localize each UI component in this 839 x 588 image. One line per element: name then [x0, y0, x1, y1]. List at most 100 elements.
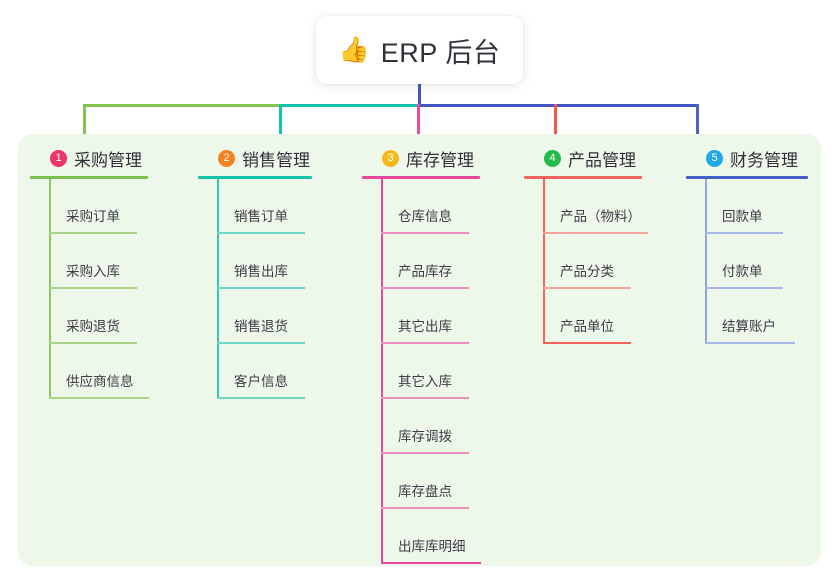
- item-rule: [543, 232, 648, 234]
- list-item[interactable]: 付款单: [686, 234, 826, 289]
- item-label: 销售订单: [234, 209, 288, 224]
- item-rule: [381, 397, 469, 399]
- column-badge-3: 3: [382, 149, 399, 167]
- connector-bus-segment-teal: [279, 104, 419, 107]
- list-item[interactable]: 产品分类: [524, 234, 694, 289]
- list-item[interactable]: 销售退货: [198, 289, 350, 344]
- column-title-5: 财务管理: [730, 150, 798, 170]
- column-items-3: 仓库信息 产品库存 其它出库 其它入库 库存调拨 库存盘点: [362, 179, 522, 564]
- item-label: 采购退货: [66, 319, 120, 334]
- column-items-1: 采购订单 采购入库 采购退货 供应商信息: [30, 179, 182, 399]
- list-item[interactable]: 销售出库: [198, 234, 350, 289]
- item-rule: [217, 342, 305, 344]
- item-label: 采购订单: [66, 209, 120, 224]
- item-rule: [381, 507, 469, 509]
- column-rule-2: [198, 176, 312, 179]
- item-rule: [381, 342, 469, 344]
- item-label: 其它出库: [398, 319, 452, 334]
- item-rule: [381, 562, 481, 564]
- column-rule-1: [30, 176, 148, 179]
- list-item[interactable]: 产品单位: [524, 289, 694, 344]
- list-item[interactable]: 供应商信息: [30, 344, 182, 399]
- item-label: 回款单: [722, 209, 763, 224]
- item-rule: [381, 452, 469, 454]
- column-rule-3: [362, 176, 480, 179]
- item-label: 供应商信息: [66, 374, 134, 389]
- list-item[interactable]: 回款单: [686, 179, 826, 234]
- root-node[interactable]: 👍 ERP 后台: [316, 16, 523, 84]
- connector-drop-col-1: [83, 104, 86, 136]
- list-item[interactable]: 库存调拨: [362, 399, 522, 454]
- item-rule: [49, 397, 149, 399]
- list-item[interactable]: 销售订单: [198, 179, 350, 234]
- root-node-content: 👍 ERP 后台: [339, 31, 501, 70]
- connector-root-stem: [418, 84, 421, 106]
- column-badge-2: 2: [218, 149, 235, 167]
- column-badge-1: 1: [50, 149, 67, 167]
- column-items-5: 回款单 付款单 结算账户: [686, 179, 826, 344]
- column-header-5[interactable]: 5 财务管理: [686, 146, 826, 170]
- list-item[interactable]: 出库库明细: [362, 509, 522, 564]
- list-item[interactable]: 客户信息: [198, 344, 350, 399]
- column-title-2: 销售管理: [242, 150, 310, 170]
- connector-drop-col-5: [696, 104, 699, 136]
- column-title-1: 采购管理: [74, 150, 142, 170]
- item-label: 产品（物料）: [560, 209, 641, 224]
- column-spine-2: [217, 179, 219, 399]
- item-rule: [705, 287, 783, 289]
- item-label: 客户信息: [234, 374, 288, 389]
- item-rule: [49, 342, 137, 344]
- list-item[interactable]: 库存盘点: [362, 454, 522, 509]
- list-item[interactable]: 采购订单: [30, 179, 182, 234]
- item-rule: [49, 232, 137, 234]
- column-spine-4: [543, 179, 545, 344]
- column-badge-4: 4: [544, 149, 561, 167]
- connector-drop-col-4: [554, 104, 557, 136]
- list-item[interactable]: 采购入库: [30, 234, 182, 289]
- column-product: 4 产品管理 产品（物料） 产品分类 产品单位: [524, 146, 694, 344]
- connector-bus-segment-indigo: [417, 104, 698, 107]
- list-item[interactable]: 产品库存: [362, 234, 522, 289]
- column-spine-5: [705, 179, 707, 344]
- list-item[interactable]: 仓库信息: [362, 179, 522, 234]
- column-rule-4: [524, 176, 642, 179]
- item-label: 库存调拨: [398, 429, 452, 444]
- column-title-4: 产品管理: [568, 150, 636, 170]
- column-sales: 2 销售管理 销售订单 销售出库 销售退货 客户信息: [198, 146, 350, 399]
- item-label: 付款单: [722, 264, 763, 279]
- column-rule-5: [686, 176, 808, 179]
- column-items-4: 产品（物料） 产品分类 产品单位: [524, 179, 694, 344]
- column-title-3: 库存管理: [406, 150, 474, 170]
- list-item[interactable]: 其它入库: [362, 344, 522, 399]
- item-label: 产品库存: [398, 264, 452, 279]
- list-item[interactable]: 结算账户: [686, 289, 826, 344]
- item-rule: [217, 397, 305, 399]
- list-item[interactable]: 其它出库: [362, 289, 522, 344]
- connector-drop-col-2: [279, 104, 282, 136]
- thumbs-up-icon: 👍: [338, 35, 370, 64]
- item-label: 结算账户: [722, 319, 776, 334]
- item-rule: [543, 342, 631, 344]
- item-label: 销售出库: [234, 264, 288, 279]
- list-item[interactable]: 采购退货: [30, 289, 182, 344]
- column-header-1[interactable]: 1 采购管理: [30, 146, 182, 170]
- item-label: 采购入库: [66, 264, 120, 279]
- column-spine-3: [381, 179, 383, 564]
- item-rule: [217, 287, 305, 289]
- column-purchasing: 1 采购管理 采购订单 采购入库 采购退货 供应商信息: [30, 146, 182, 399]
- item-rule: [217, 232, 305, 234]
- column-spine-1: [49, 179, 51, 399]
- column-items-2: 销售订单 销售出库 销售退货 客户信息: [198, 179, 350, 399]
- item-rule: [705, 232, 783, 234]
- item-label: 产品单位: [560, 319, 614, 334]
- item-rule: [49, 287, 137, 289]
- column-header-3[interactable]: 3 库存管理: [362, 146, 522, 170]
- column-header-2[interactable]: 2 销售管理: [198, 146, 350, 170]
- item-label: 销售退货: [234, 319, 288, 334]
- item-rule: [543, 287, 631, 289]
- item-label: 出库库明细: [398, 539, 466, 554]
- column-badge-5: 5: [706, 149, 723, 167]
- list-item[interactable]: 产品（物料）: [524, 179, 694, 234]
- column-header-4[interactable]: 4 产品管理: [524, 146, 694, 170]
- connector-drop-col-3: [417, 104, 420, 136]
